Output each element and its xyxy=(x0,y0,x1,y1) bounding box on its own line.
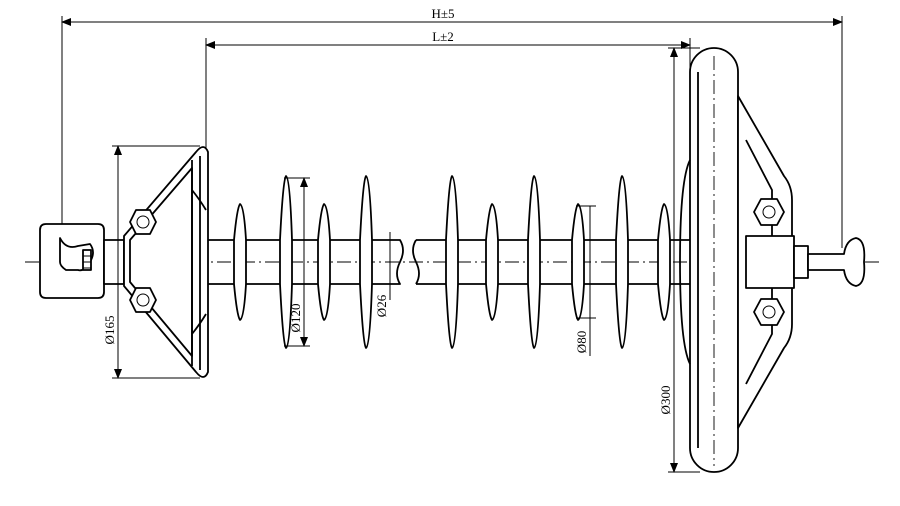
grading-ring-diameter-label: Ø300 xyxy=(658,386,673,415)
shed-4 xyxy=(359,175,373,349)
shed-8 xyxy=(571,203,585,321)
large-shed-diameter-label: Ø120 xyxy=(288,304,303,333)
small-shed-diameter-label: Ø80 xyxy=(574,331,589,353)
shed-7 xyxy=(527,175,541,349)
shed-1 xyxy=(233,203,247,321)
shed-5 xyxy=(445,175,459,349)
right-lower-bolt-icon xyxy=(753,298,785,326)
right-grading-ring xyxy=(679,47,866,473)
dimension-small-shed: Ø80 xyxy=(574,205,596,356)
dimension-overall-length: H±5 xyxy=(61,6,843,248)
dimension-large-shed: Ø120 xyxy=(284,177,310,347)
dimension-base-diameter: Ø165 xyxy=(102,145,200,379)
left-lower-bolt-icon xyxy=(129,287,157,313)
shed-6 xyxy=(485,203,499,321)
overall-length-label: H±5 xyxy=(431,6,454,21)
dimension-core: Ø26 xyxy=(374,232,392,317)
dimension-grading-ring: Ø300 xyxy=(658,47,700,473)
left-upper-bolt-icon xyxy=(129,209,157,235)
base-diameter-label: Ø165 xyxy=(102,316,117,345)
left-grading-ring xyxy=(123,146,209,378)
shed-2 xyxy=(279,175,293,349)
shed-9 xyxy=(615,175,629,349)
shed-group xyxy=(233,175,671,349)
section-length-label: L±2 xyxy=(432,29,454,44)
core-rod xyxy=(208,239,690,285)
left-socket-fitting xyxy=(39,223,125,299)
shed-3 xyxy=(317,203,331,321)
right-upper-bolt-icon xyxy=(753,198,785,226)
shed-10 xyxy=(657,203,671,321)
core-diameter-label: Ø26 xyxy=(374,294,389,317)
